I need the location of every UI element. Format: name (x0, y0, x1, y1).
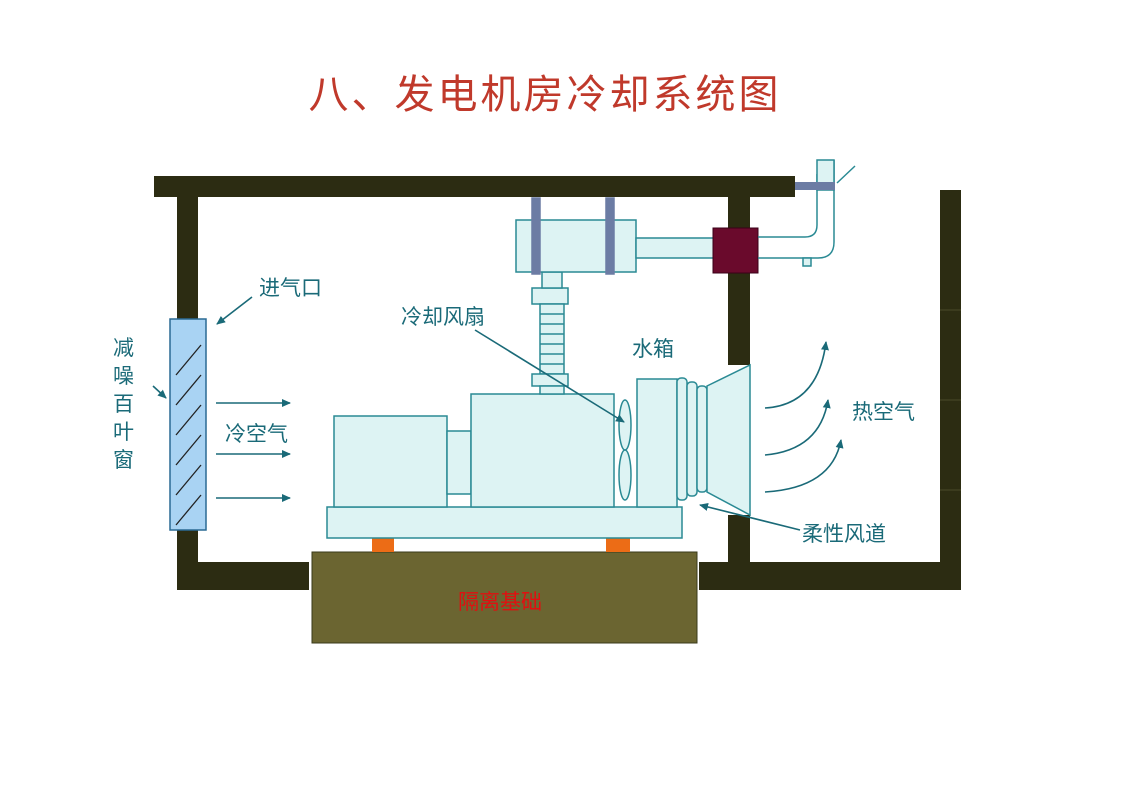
hot-air-arrow-2 (764, 399, 831, 456)
inner-wall-lower (728, 515, 750, 562)
airflow-arrows (152, 296, 844, 531)
alternator (333, 415, 448, 508)
cooling-fan-label: 冷却风扇 (401, 305, 485, 329)
exhaust-outlet-pipe (758, 159, 835, 267)
roof-slab (154, 176, 795, 197)
floor-left (177, 562, 309, 590)
left-wall-upper (177, 197, 198, 319)
generator-set (326, 197, 715, 539)
vibration-pad-left (372, 538, 394, 552)
left-wall-lower (177, 530, 198, 562)
coupling (446, 430, 472, 495)
exhaust-stem (539, 385, 565, 395)
exhaust-pipe (635, 237, 715, 259)
fan-leader (474, 329, 625, 423)
right-wall (940, 190, 961, 562)
base-frame (326, 506, 683, 539)
louver-leader (152, 385, 167, 399)
engine-block (470, 393, 615, 508)
wall-muffler (712, 227, 759, 274)
hot-air-label: 热空气 (852, 400, 915, 424)
hot-air-arrow-1 (764, 341, 829, 409)
foundation-label: 隔离基础 (458, 590, 542, 614)
duct-leader (699, 503, 801, 531)
building-walls (154, 176, 961, 590)
hot-air-arrow-3 (764, 439, 844, 493)
cooling-fan-blades (618, 399, 632, 501)
pipe-bracket-right (605, 197, 615, 275)
noise-reduction-louver (169, 318, 207, 531)
exhaust-bellows (539, 303, 565, 375)
floor-right (699, 562, 961, 590)
rain-cap-line (836, 165, 856, 184)
radiator (636, 378, 678, 508)
exhaust-riser (541, 271, 563, 289)
pipe-bracket-left (531, 197, 541, 275)
louver-label: 减噪百叶窗 (113, 336, 134, 472)
isolation-foundation (311, 538, 698, 644)
flexible-duct-label: 柔性风道 (802, 522, 886, 546)
intake-leader (216, 296, 253, 325)
inner-wall-upper (728, 197, 750, 365)
page-title: 八、发电机房冷却系统图 (308, 72, 782, 118)
cold-air-label: 冷空气 (225, 422, 288, 446)
outlet-roof-bracket (795, 182, 835, 190)
vibration-pad-right (606, 538, 630, 552)
exhaust-flange-top (531, 287, 569, 305)
intake-label: 进气口 (259, 276, 322, 300)
flexible-duct (676, 363, 751, 517)
water-tank-label: 水箱 (632, 337, 674, 361)
